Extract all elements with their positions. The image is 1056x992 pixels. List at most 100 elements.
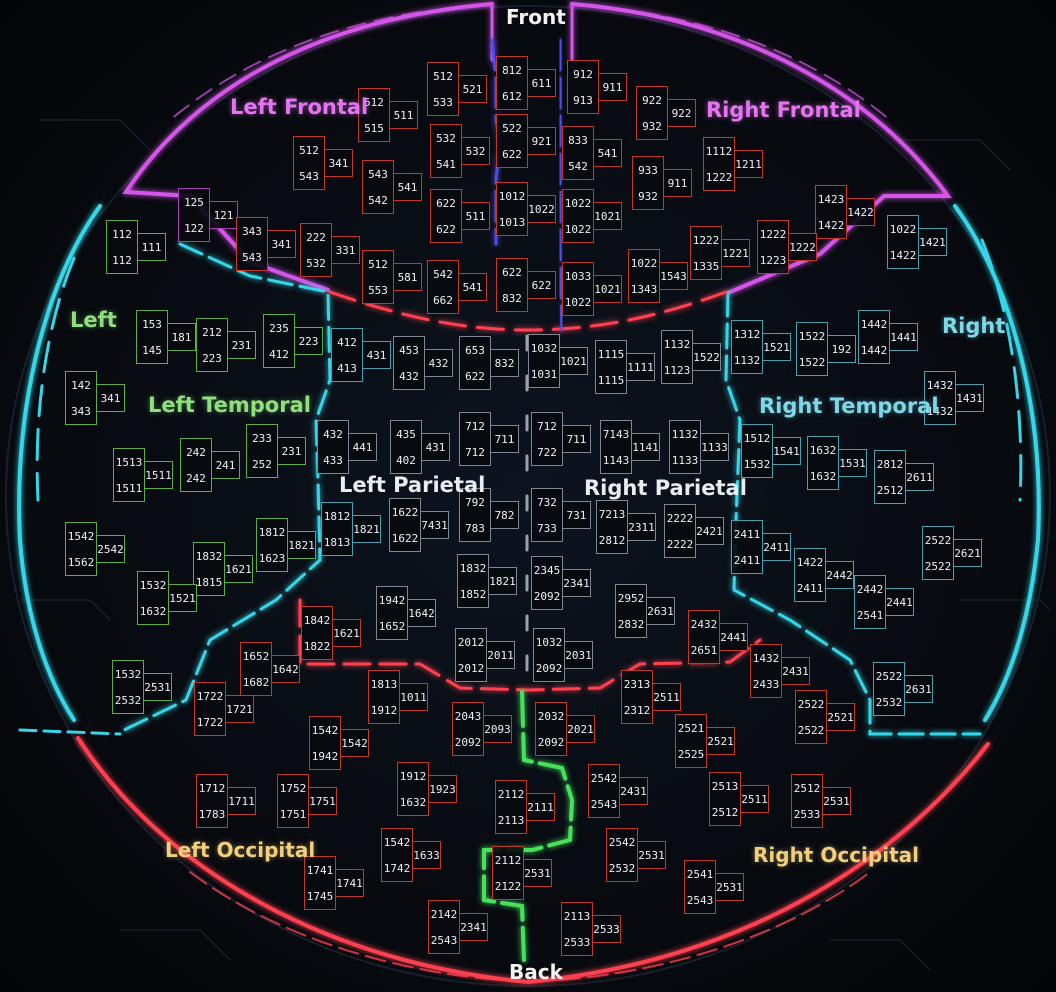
channel-cell: 2542 2532 bbox=[606, 828, 638, 882]
channel-id-bottom: 1722 bbox=[196, 715, 224, 729]
region-label-right-occipital: Right Occipital bbox=[753, 843, 919, 867]
channel-id-top: 1813 bbox=[370, 677, 398, 691]
channel-id-top: 142 bbox=[71, 378, 91, 392]
channel-id-top: 512 bbox=[364, 95, 384, 109]
channel-id-side: 1751 bbox=[308, 787, 337, 815]
channel-id-top: 1942 bbox=[378, 593, 406, 607]
channel-id-side: 922 bbox=[667, 99, 696, 127]
channel-id-top: 212 bbox=[202, 325, 222, 339]
channel-id-bottom: 733 bbox=[537, 521, 557, 535]
channel-id-top: 542 bbox=[433, 267, 453, 281]
channel-id-side: 782 bbox=[490, 501, 519, 529]
channel-id-top: 7143 bbox=[602, 427, 630, 441]
channel-id-bottom: 1783 bbox=[198, 807, 226, 821]
channel-id-top: 2142 bbox=[430, 907, 458, 921]
channel-id-side: 1111 bbox=[626, 353, 655, 381]
channel-id-side: 1531 bbox=[838, 449, 867, 477]
channel-id-bottom: 622 bbox=[436, 222, 456, 236]
region-label-right: Right bbox=[942, 314, 1006, 338]
channel-id-bottom: 932 bbox=[642, 119, 662, 133]
channel-id-bottom: 1532 bbox=[743, 457, 771, 471]
channel-id-top: 532 bbox=[436, 131, 456, 145]
channel-id-side: 511 bbox=[461, 202, 490, 230]
channel-id-side: 731 bbox=[562, 501, 591, 529]
channel-id-side: 2093 bbox=[483, 715, 512, 743]
channel-id-bottom: 542 bbox=[368, 193, 388, 207]
channel-id-bottom: 1623 bbox=[258, 551, 286, 565]
channel-id-bottom: 1335 bbox=[692, 259, 720, 273]
channel-id-side: 1021 bbox=[559, 347, 588, 375]
channel-id-side: 611 bbox=[527, 69, 556, 97]
channel-id-top: 222 bbox=[306, 230, 326, 244]
channel-id-bottom: 542 bbox=[568, 159, 588, 173]
channel-id-side: 1022 bbox=[527, 195, 556, 223]
channel-id-top: 1132 bbox=[663, 337, 691, 351]
channel-id-top: 2542 bbox=[608, 835, 636, 849]
channel-id-top: 1422 bbox=[796, 555, 824, 569]
channel-id-bottom: 541 bbox=[436, 157, 456, 171]
channel-id-top: 1722 bbox=[196, 689, 224, 703]
region-label-right-frontal: Right Frontal bbox=[706, 98, 861, 122]
channel-id-bottom: 145 bbox=[142, 343, 162, 357]
channel-id-side: 2631 bbox=[904, 675, 933, 703]
channel-id-top: 2442 bbox=[856, 582, 884, 596]
channel-id-top: 112 bbox=[112, 227, 132, 241]
channel-id-bottom: 553 bbox=[368, 283, 388, 297]
channel-id-top: 512 bbox=[368, 257, 388, 271]
channel-id-side: 7431 bbox=[420, 511, 449, 539]
channel-id-bottom: 2012 bbox=[457, 661, 485, 675]
channel-id-bottom: 1912 bbox=[370, 703, 398, 717]
channel-id-side: 1221 bbox=[721, 239, 750, 267]
channel-id-top: 2032 bbox=[537, 709, 565, 723]
channel-id-top: 732 bbox=[537, 495, 557, 509]
channel-id-top: 2411 bbox=[733, 527, 761, 541]
channel-id-top: 833 bbox=[568, 133, 588, 147]
channel-cell: 833 542 bbox=[562, 126, 594, 180]
channel-id-bottom: 2411 bbox=[796, 581, 824, 595]
channel-id-top: 1842 bbox=[303, 613, 331, 627]
channel-id-top: 1222 bbox=[759, 227, 787, 241]
channel-id-bottom: 2532 bbox=[608, 861, 636, 875]
channel-id-side: 2531 bbox=[715, 873, 744, 901]
